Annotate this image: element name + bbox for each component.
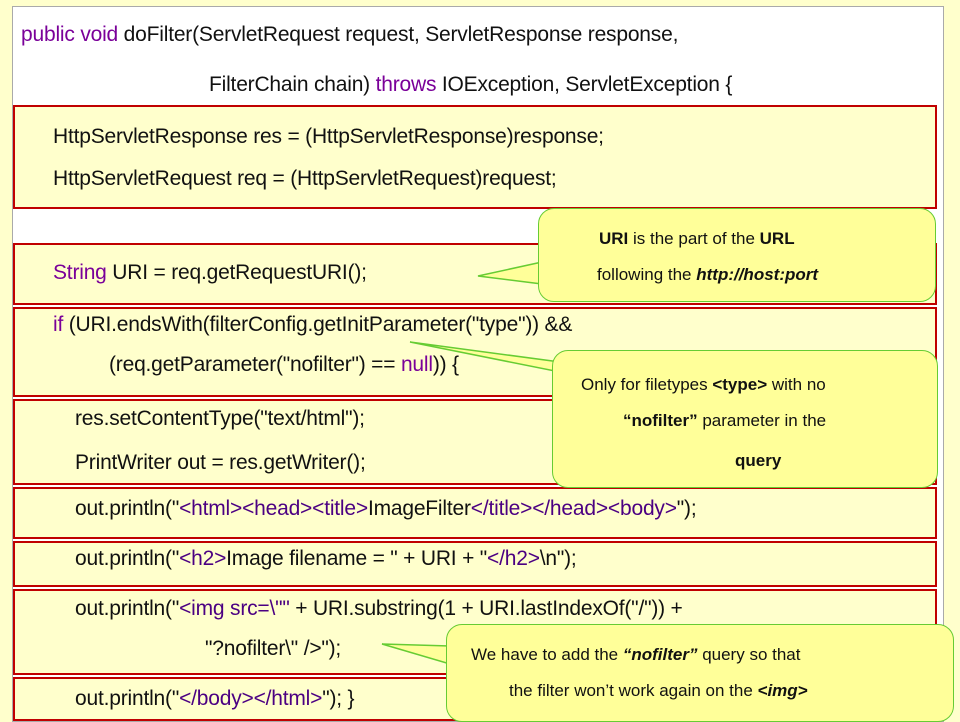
code-line-4: HttpServletRequest req = (HttpServletReq… [53,167,557,190]
html-tag: <html> [179,497,243,520]
code-line-11: out.println("<h2>Image filename = " + UR… [75,547,577,571]
code-text: (URI.endsWith(filterConfig.getInitParame… [63,313,573,336]
bubble-text: query [735,451,782,470]
bubble-text: <type> [712,375,768,394]
bubble-text: “nofilter” [622,645,698,664]
bubble-text: parameter in the [697,411,827,430]
code-text: URI = req.getRequestURI(); [106,261,367,284]
code-line-5: String URI = req.getRequestURI(); [53,261,367,285]
code-line-6: if (URI.endsWith(filterConfig.getInitPar… [53,313,572,337]
bubble-text: <img> [757,681,808,700]
html-tag: <img src=\"" [179,597,290,620]
callout-nofilter: We have to add the “nofilter” query so t… [446,624,954,722]
highlight-box-println-html [13,487,937,539]
code-line-13: "?nofilter\" />"); [205,637,342,660]
code-text: FilterChain chain) [209,73,376,96]
code-text: \n"); [539,547,577,570]
bubble-text: “nofilter” [623,411,698,430]
code-line-8: res.setContentType("text/html"); [75,407,365,430]
callout-filetypes: Only for filetypes <type> with no “nofil… [552,350,938,488]
keyword: public [21,23,75,46]
code-text: out.println(" [75,497,180,520]
code-line-10: out.println("<html><head><title>ImageFil… [75,497,697,521]
code-text: Image filename = " + URI + " [226,547,488,570]
keyword: String [53,261,107,284]
code-text: ImageFilter [367,497,471,520]
code-text: doFilter(ServletRequest request, Servlet… [118,23,679,46]
html-tag: </body> [179,687,254,710]
bubble-text: is the part of the [628,229,760,248]
code-line-12: out.println("<img src=\"" + URI.substrin… [75,597,683,621]
code-text: out.println(" [75,687,180,710]
code-text: out.println(" [75,597,180,620]
bubble-text: Only for filetypes [581,375,713,394]
html-tag: </h2> [487,547,540,570]
code-text: (req.getParameter("nofilter") == [109,353,401,376]
callout-uri: URI is the part of the URL following the… [538,208,936,302]
code-text: "); [676,497,697,520]
code-line-3: HttpServletResponse res = (HttpServletRe… [53,125,604,148]
code-line-7: (req.getParameter("nofilter") == null)) … [109,353,459,377]
bubble-text: URL [759,229,795,248]
html-tag: <body> [607,497,677,520]
html-tag: <title> [312,497,368,520]
code-line-14: out.println("</body></html>"); } [75,687,355,711]
code-text: + URI.substring(1 + URI.lastIndexOf("/")… [289,597,683,620]
bubble-text: http://host:port [696,265,819,284]
html-tag: </head> [532,497,608,520]
html-tag: <h2> [179,547,227,570]
code-text: out.println(" [75,547,180,570]
keyword: throws [375,73,437,96]
code-line-1: public void doFilter(ServletRequest requ… [21,23,678,47]
code-text: IOException, ServletException { [436,73,733,96]
html-tag: </title> [470,497,533,520]
bubble-text: following the [597,265,697,284]
keyword: null [400,353,433,376]
keyword: if [53,313,64,336]
bubble-text: query so that [697,645,801,664]
highlight-box-println-h2 [13,541,937,587]
code-text: )) { [432,353,459,376]
code-text: "); } [322,687,355,710]
code-line-2: FilterChain chain) throws IOException, S… [209,73,732,97]
bubble-text: with no [767,375,826,394]
highlight-box-casts [13,105,937,209]
code-line-9: PrintWriter out = res.getWriter(); [75,451,366,474]
bubble-text: the filter won’t work again on the [509,681,758,700]
bubble-text: We have to add the [471,645,623,664]
bubble-text: URI [599,229,629,248]
html-tag: <head> [242,497,313,520]
keyword: void [80,23,119,46]
html-tag: </html> [253,687,323,710]
